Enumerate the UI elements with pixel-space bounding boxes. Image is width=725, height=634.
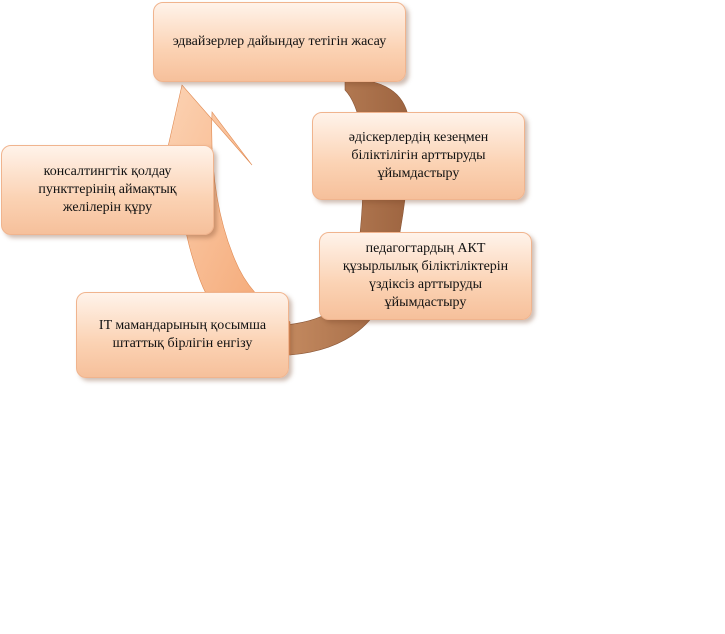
step-box-5: консалтингтік қолдау пункттерінің аймақт…	[1, 145, 214, 235]
step-1-text: эдвайзерлер дайындау тетігін жасау	[172, 34, 387, 49]
step-3-text: педагогтардың АКТ құзырлылық біліктілікт…	[342, 241, 509, 310]
step-box-2: әдіскерлердің кезеңмен біліктілігін артт…	[312, 112, 525, 200]
step-box-1: эдвайзерлер дайындау тетігін жасау	[153, 2, 406, 82]
step-4-text: IT мамандарының қосымша штаттық бірлігін…	[98, 318, 267, 351]
step-2-text: әдіскерлердің кезеңмен біліктілігін артт…	[348, 130, 489, 181]
step-5-text: консалтингтік қолдау пункттерінің аймақт…	[38, 164, 177, 215]
step-box-3: педагогтардың АКТ құзырлылық біліктілікт…	[319, 232, 532, 320]
step-box-4: IT мамандарының қосымша штаттық бірлігін…	[76, 292, 289, 378]
